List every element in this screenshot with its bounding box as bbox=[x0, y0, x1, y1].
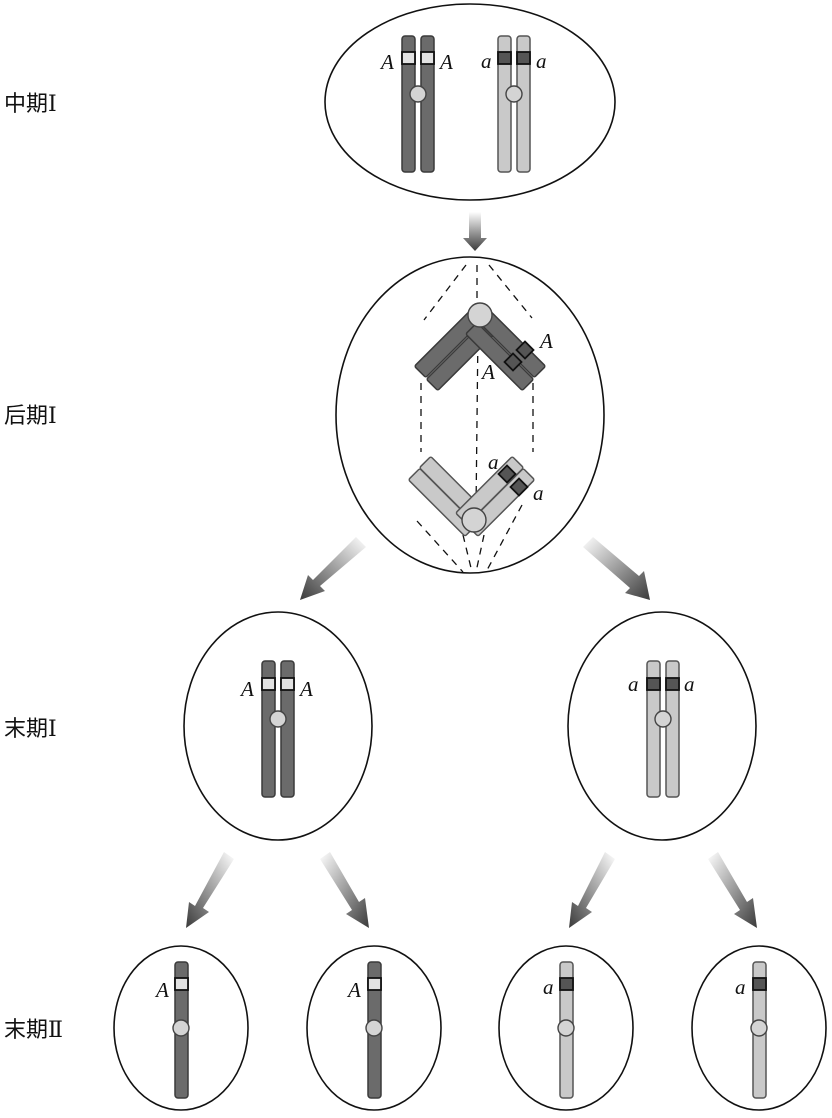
centromere bbox=[409, 85, 427, 103]
gene-a-marker bbox=[497, 464, 517, 484]
allele-label-A: A bbox=[239, 677, 254, 701]
allele-label-A: A bbox=[538, 329, 553, 353]
allele-label-a: a bbox=[533, 481, 544, 505]
stage-label-telophase-2: 末期Ⅱ bbox=[4, 1018, 63, 1043]
cell-telophase-2-4: a bbox=[691, 945, 827, 1111]
gene-A-marker bbox=[420, 51, 435, 65]
centromere bbox=[557, 1019, 575, 1037]
gene-a-marker bbox=[516, 51, 531, 65]
gene-a-marker bbox=[646, 677, 661, 691]
centromere bbox=[172, 1019, 190, 1037]
allele-label-a: a bbox=[628, 672, 639, 696]
allele-label-A: A bbox=[480, 360, 495, 384]
chromatid-light-right bbox=[516, 35, 531, 173]
gene-A-marker bbox=[401, 51, 416, 65]
spindle-fibers bbox=[416, 264, 534, 573]
cell-telophase-2-3: a bbox=[498, 945, 634, 1111]
chromosome-light-moving-down: a a bbox=[408, 450, 544, 537]
gene-a-marker bbox=[497, 51, 512, 65]
chromatid-dark-left bbox=[401, 35, 416, 173]
chromatid-light-left bbox=[497, 35, 512, 173]
allele-label-A: A bbox=[154, 978, 169, 1002]
centromere bbox=[654, 710, 672, 728]
gene-a-marker bbox=[509, 477, 529, 497]
stage-label-telophase-1: 末期Ⅰ bbox=[4, 717, 57, 742]
arrow-down-right-icon bbox=[320, 852, 369, 928]
centromere bbox=[269, 710, 287, 728]
centromere bbox=[750, 1019, 768, 1037]
arrow-down-left-icon bbox=[569, 852, 615, 928]
cell-telophase-1-left: A A bbox=[183, 611, 373, 841]
allele-label-a: a bbox=[735, 975, 746, 999]
gene-a-marker bbox=[503, 352, 523, 372]
arrow-down-right-icon bbox=[708, 852, 757, 928]
allele-label-a: a bbox=[481, 49, 492, 73]
cell-telophase-1-right: a a bbox=[567, 611, 757, 841]
cell-telophase-2-1: A bbox=[113, 945, 249, 1111]
gene-a-marker bbox=[665, 677, 680, 691]
allele-label-a: a bbox=[536, 49, 547, 73]
allele-label-a: a bbox=[488, 450, 499, 474]
stage-label-metaphase-1: 中期Ⅰ bbox=[4, 92, 57, 117]
centromere bbox=[365, 1019, 383, 1037]
gene-a-marker bbox=[515, 340, 535, 360]
arrow-down-left-icon bbox=[186, 852, 234, 928]
allele-label-a: a bbox=[684, 672, 695, 696]
arrow-down-right-icon bbox=[583, 537, 650, 600]
cell-metaphase-1: A A a a bbox=[324, 3, 616, 201]
allele-label-A: A bbox=[379, 50, 394, 74]
cell-anaphase-1: A A a a bbox=[335, 256, 605, 574]
chromatid-dark-right bbox=[420, 35, 435, 173]
stage-label-anaphase-1: 后期Ⅰ bbox=[4, 404, 57, 429]
centromere bbox=[461, 507, 487, 533]
gene-a-marker bbox=[752, 977, 767, 991]
gene-A-marker bbox=[261, 677, 276, 691]
allele-label-A: A bbox=[438, 50, 453, 74]
allele-label-A: A bbox=[346, 978, 361, 1002]
allele-label-a: a bbox=[543, 975, 554, 999]
arrow-down-icon bbox=[463, 212, 487, 251]
chromosome-dark-moving-up: A A bbox=[414, 302, 553, 391]
arrow-down-left-icon bbox=[300, 537, 366, 600]
centromere bbox=[505, 85, 523, 103]
gene-a-marker bbox=[559, 977, 574, 991]
centromere bbox=[467, 302, 493, 328]
allele-label-A: A bbox=[298, 677, 313, 701]
cell-telophase-2-2: A bbox=[306, 945, 442, 1111]
gene-A-marker bbox=[280, 677, 295, 691]
gene-A-marker bbox=[174, 977, 189, 991]
gene-A-marker bbox=[367, 977, 382, 991]
